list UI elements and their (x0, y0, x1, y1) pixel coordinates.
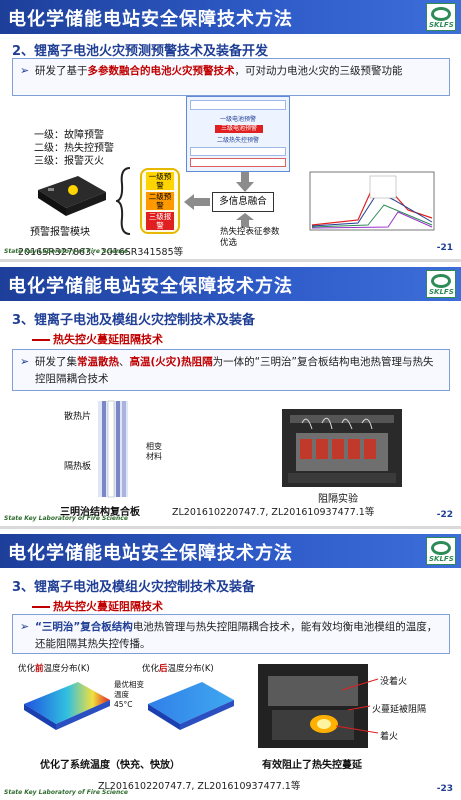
on-fire-label: 着火 (380, 732, 399, 742)
bullet-box: ➢ 研发了集常温散热、高温(火灾)热阻隔为一体的“三明治”复合板结构电池热管理与… (12, 349, 450, 391)
lab-name: State Key Laboratory of Fire Science (4, 789, 128, 796)
arrow-left-icon (184, 194, 210, 210)
page-number: -23 (436, 784, 453, 794)
lab-logo-icon: SKLFS (426, 270, 456, 298)
barrier-experiment-photo (282, 409, 402, 487)
level-2-badge: 二级预警 (146, 192, 174, 210)
fusion-box: 多信息融合 (212, 192, 274, 212)
result-2-caption: 有效阻止了热失控蔓延 (262, 760, 362, 771)
fire-barrier-photo (258, 664, 368, 748)
param-label: 热失控表征参数优选 (220, 227, 280, 248)
section-heading: 3、锂离子电池及模组火灾控制技术及装备 (12, 313, 256, 328)
section-heading: 3、锂离子电池及模组火灾控制技术及装备 (12, 580, 256, 595)
heat-sink-label: 散热片 (64, 412, 92, 422)
composite-caption: 三明治结构复合板 (60, 507, 140, 518)
title-bar: 电化学储能电站安全保障技术方法 SKLFS (0, 0, 461, 34)
insulation-label: 隔热板 (64, 462, 92, 472)
formula-diagram: 一级电池预警 三级电池预警 二级热失控预警 (186, 96, 290, 172)
annotation-arrows (335, 678, 379, 734)
sub-heading: 热失控火蔓延阻隔技术 (32, 598, 163, 614)
lab-name: State Key Laboratory of Fire Science (4, 248, 128, 255)
level-3-text: 三级：报警灭火 (34, 156, 104, 167)
bullet-box: ➢ “三明治”复合板结构电池热管理与热失控阻隔耦合技术，能有效均衡电池模组的温度… (12, 614, 450, 654)
warning-module-image (38, 176, 106, 216)
before-caption: 优化前温度分布(K) (18, 664, 90, 674)
patent-numbers: ZL201610220747.7, ZL201610937477.1等 (98, 781, 301, 792)
level-3-badge: 三级报警 (146, 212, 174, 230)
slide-title: 电化学储能电站安全保障技术方法 (8, 543, 293, 564)
lab-name: State Key Laboratory of Fire Science (4, 515, 128, 522)
arrow-down-icon (236, 172, 254, 192)
patent-numbers: ZL201610220747.7, ZL201610937477.1等 (172, 507, 375, 518)
no-fire-label: 没着火 (380, 677, 408, 687)
sub-heading: 热失控火蔓延阻隔技术 (32, 331, 163, 347)
level-1-badge: 一级预警 (146, 172, 174, 190)
experiment-caption: 阻隔实验 (318, 494, 358, 505)
phase-change-label: 相变材料 (146, 442, 162, 461)
after-caption: 优化后温度分布(K) (142, 664, 214, 674)
title-bar: 电化学储能电站安全保障技术方法 SKLFS (0, 267, 461, 301)
patent-numbers: 2016SR327863、2016SR341585等 (18, 247, 184, 258)
result-1-caption: 优化了系统温度（快充、快放） (40, 760, 180, 771)
page-number: -21 (436, 243, 453, 253)
sandwich-structure-diagram (98, 400, 128, 498)
level-2-text: 二级：热失控预警 (34, 143, 114, 154)
bullet-arrow-icon: ➢ (20, 64, 30, 77)
after-temperature-map (148, 682, 234, 730)
slide-22: 电化学储能电站安全保障技术方法 SKLFS 3、锂离子电池及模组火灾控制技术及装… (0, 267, 461, 529)
temperature-plot-image (309, 171, 435, 231)
slide-title: 电化学储能电站安全保障技术方法 (8, 9, 293, 30)
bullet-arrow-icon: ➢ (20, 620, 30, 633)
blocked-label: 火蔓延被阻隔 (372, 705, 427, 715)
brace-icon (116, 167, 131, 235)
arrow-up-icon (236, 213, 254, 227)
optimal-temp-label: 最优相变温度45°C (114, 680, 144, 709)
section-heading: 2、锂离子电池火灾预测预警技术及装备开发 (12, 44, 269, 59)
bullet-arrow-icon: ➢ (20, 355, 30, 368)
level-1-text: 一级：故障预警 (34, 130, 104, 141)
slide-title: 电化学储能电站安全保障技术方法 (8, 276, 293, 297)
slide-23: 电化学储能电站安全保障技术方法 SKLFS 3、锂离子电池及模组火灾控制技术及装… (0, 534, 461, 800)
lab-logo-icon: SKLFS (426, 3, 456, 31)
lab-logo-icon: SKLFS (426, 537, 456, 565)
before-temperature-map (24, 682, 110, 730)
bullet-box: ➢ 研发了基于多参数融合的电池火灾预警技术，可对动力电池火灾的三级预警功能 (12, 58, 450, 96)
module-label: 预警报警模块 (30, 227, 90, 238)
slide-21: 电化学储能电站安全保障技术方法 SKLFS 2、锂离子电池火灾预测预警技术及装备… (0, 0, 461, 262)
title-bar: 电化学储能电站安全保障技术方法 SKLFS (0, 534, 461, 568)
page-number: -22 (436, 510, 453, 520)
